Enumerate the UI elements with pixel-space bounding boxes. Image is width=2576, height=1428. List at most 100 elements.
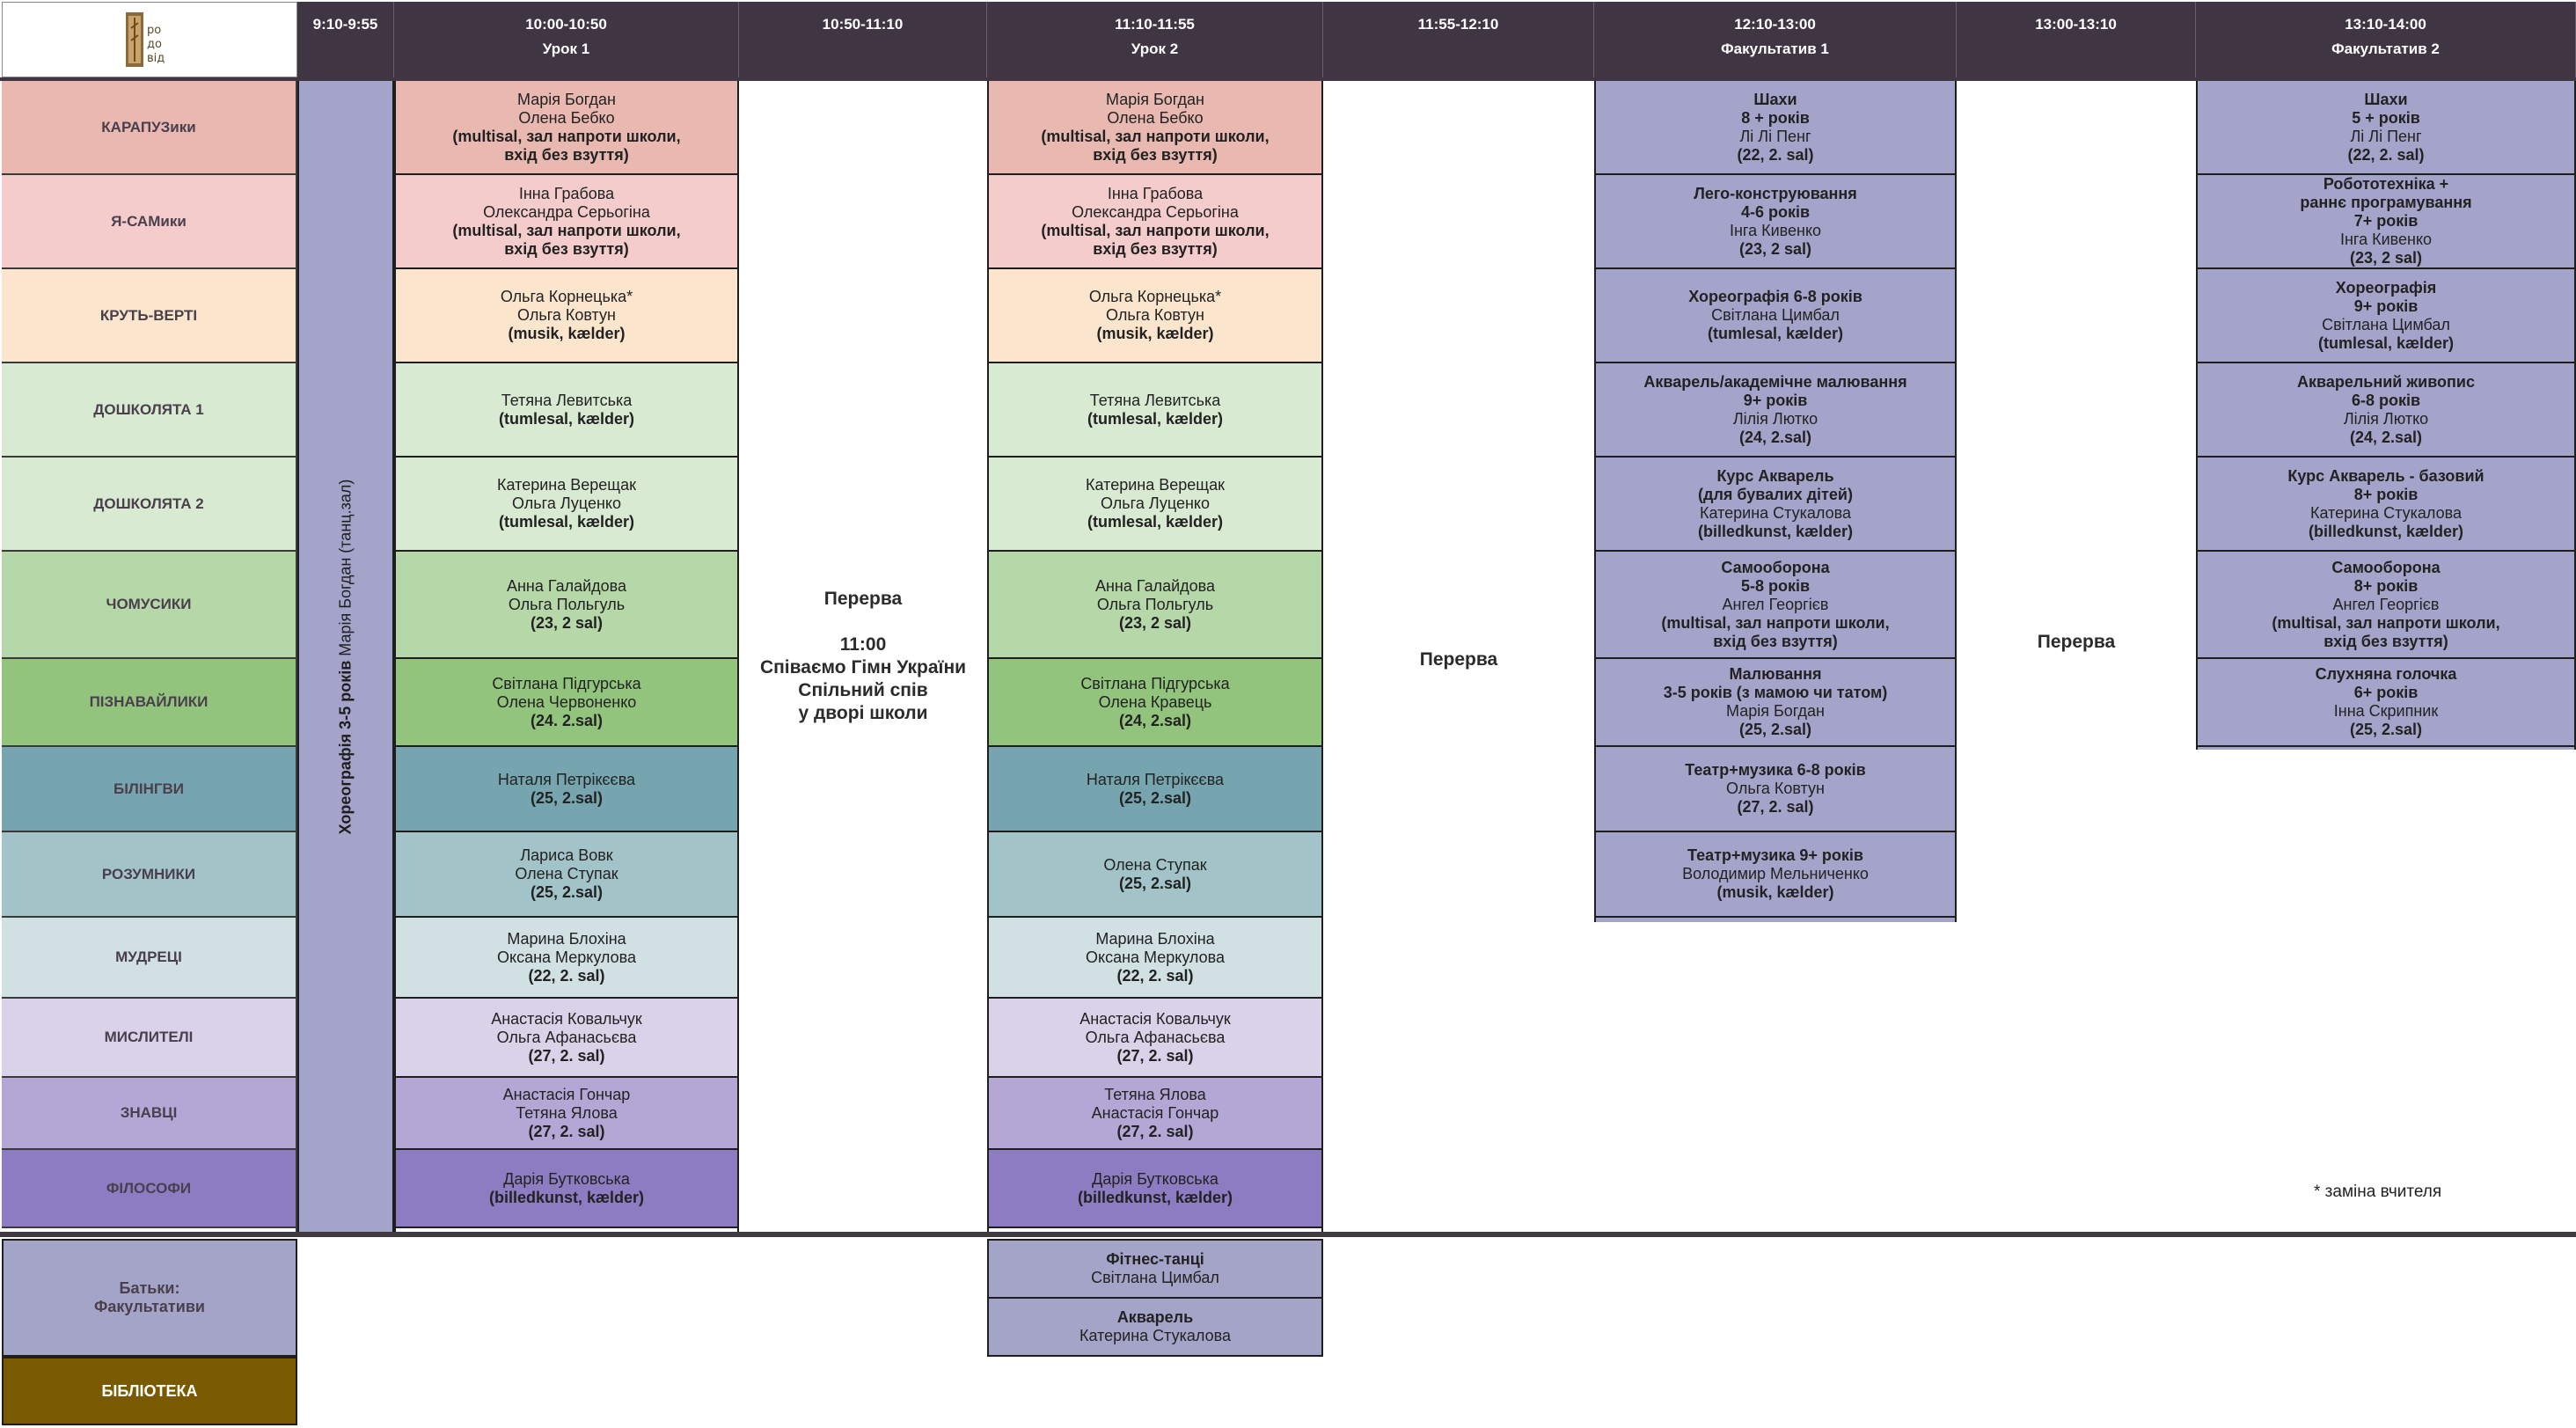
lesson2-line: (tumlesal, kælder)	[1087, 409, 1224, 428]
lesson1-line: Анастасія Ковальчук	[491, 1009, 642, 1028]
lesson1-line: Лариса Вовк	[520, 846, 613, 864]
header-time: 12:10-13:00	[1734, 16, 1816, 33]
facultative1-line: Світлана Цимбал	[1711, 306, 1840, 324]
lesson1-line: (23, 2 sal)	[530, 613, 604, 632]
facultative1-line: Театр+музика 6-8 років	[1685, 761, 1866, 779]
lesson1-line: (tumlesal, kælder)	[498, 409, 635, 428]
lesson1-line: Тетяна Левитська	[501, 391, 633, 409]
lesson1-line: Олена Ступак	[515, 865, 618, 882]
parents-class-line: Фітнес-танці	[1106, 1250, 1204, 1268]
lesson2-line: (23, 2 sal)	[1118, 613, 1192, 632]
lesson2-line: (billedkunst, kælder)	[1077, 1188, 1233, 1206]
facultative2-line: 5 + років	[2352, 108, 2420, 127]
facultative2-line: 7+ років	[2353, 212, 2419, 230]
facultative2-line: Інна Скрипник	[2333, 702, 2439, 720]
header-time: 10:00-10:50	[525, 16, 607, 33]
lesson2-line: (22, 2. sal)	[1116, 966, 1194, 985]
lesson2-line: Інна Грабова	[1107, 184, 1204, 202]
break1-line1: Співаємо Гімн України	[759, 657, 967, 677]
lesson2-line: вхід без взуття)	[1093, 239, 1218, 258]
lesson2-line: Олександра Серьогіна	[1072, 202, 1239, 221]
facultative2-line: 6-8 років	[2351, 391, 2421, 409]
lesson1-line: (27, 2. sal)	[528, 1122, 605, 1140]
lesson1-line: Ольга Польгуль	[508, 595, 626, 613]
header-slot-1: 9:10-9:55	[297, 2, 394, 77]
parents-label-line1: Батьки:	[119, 1279, 180, 1297]
lesson1-line: Наталя Петрікєєва	[497, 770, 636, 788]
lesson2-line: Наталя Петрікєєва	[1086, 770, 1225, 788]
lesson1-line: вхід без взуття)	[504, 145, 629, 164]
school-logo: ро до від	[2, 2, 297, 77]
facultative2-line: 6+ років	[2353, 684, 2419, 701]
facultative1-line: Володимир Мельниченко	[1682, 865, 1869, 882]
lesson2-line: Катерина Верещак	[1086, 476, 1225, 494]
facultative2-line: Слухняна голочка	[2315, 665, 2457, 683]
lesson2-line: Дарія Бутковська	[1092, 1169, 1218, 1188]
header-time: 11:55-12:10	[1417, 16, 1499, 33]
facultative1-line: (musik, kælder)	[1716, 883, 1834, 901]
lesson2-line: Ольга Луценко	[1100, 494, 1211, 512]
header-label: Факультатив 2	[2331, 40, 2440, 57]
break3-block: Перерва	[1957, 546, 2196, 739]
lesson2-line: Тетяна Ялова	[1104, 1085, 1206, 1103]
header-slot-8: 13:10-14:00 Факультатив 2	[2196, 2, 2576, 77]
header-label: Урок 1	[542, 40, 590, 57]
lesson2-line: Ольга Корнецька*	[1088, 288, 1222, 305]
group-label: ФІЛОСОФИ	[2, 1150, 296, 1228]
lesson2-line: (tumlesal, kælder)	[1087, 513, 1224, 531]
group-label: МИСЛИТЕЛІ	[2, 999, 296, 1078]
header-label: Урок 2	[1131, 40, 1179, 57]
lesson2-line: (musik, kælder)	[1096, 325, 1214, 342]
lesson2-line: Світлана Підгурська	[1080, 674, 1230, 692]
lesson1-line: (musik, kælder)	[508, 325, 626, 342]
parents-class-line: Катерина Стукалова	[1079, 1327, 1231, 1344]
lesson1-line: Олександра Серьогіна	[483, 202, 650, 221]
facultative2-line: Курс Акварель - базовий	[2287, 466, 2485, 485]
substitution-note: * заміна вчителя	[2314, 1183, 2442, 1201]
lesson1-cell: Ольга Корнецька*Ольга Ковтун(musik, kæld…	[396, 269, 737, 363]
break1-time: 11:00	[839, 634, 887, 655]
lesson2-line: Анастасія Гончар	[1091, 1103, 1219, 1122]
header-slot-3: 10:50-11:10	[739, 2, 987, 77]
group-label: БІЛІНГВИ	[2, 747, 296, 832]
facultative2-line: Лілія Лютко	[2343, 409, 2429, 428]
group-label: МУДРЕЦІ	[2, 918, 296, 999]
facultative1-line: (23, 2 sal)	[1738, 239, 1812, 258]
facultative1-line: вхід без взуття)	[1713, 632, 1838, 650]
facultative2-line: Інга Кивенко	[2339, 231, 2433, 248]
choreography-title: Хореографія 3-5 років	[336, 660, 355, 834]
lesson1-line: Оксана Меркулова	[496, 948, 637, 966]
group-label: ЗНАВЦІ	[2, 1078, 296, 1150]
facultative1-cell: Курс Акварель(для бувалих дітей)Катерина…	[1596, 458, 1955, 552]
facultative2-line: (tumlesal, kælder)	[2317, 333, 2455, 352]
lesson1-line: Ольга Афанасьєва	[496, 1028, 637, 1046]
library-label: БІБЛІОТЕКА	[2, 1357, 297, 1425]
lesson2-line: вхід без взуття)	[1093, 145, 1218, 164]
lesson2-line: (multisal, зал напроти школи,	[1041, 221, 1270, 239]
facultative1-line: (billedkunst, kælder)	[1697, 522, 1854, 540]
facultative1-line: Інга Кивенко	[1729, 221, 1822, 239]
lesson2-line: Марина Блохіна	[1095, 929, 1215, 948]
lesson1-line: Ольга Корнецька*	[500, 288, 633, 305]
lesson1-line: (22, 2. sal)	[528, 966, 605, 985]
break1-line3: у дворі школи	[798, 703, 928, 723]
lesson2-cell: Ольга Корнецька*Ольга Ковтун(musik, kæld…	[989, 269, 1321, 363]
facultative1-line: Акварель/академічне малювання	[1643, 372, 1907, 391]
lesson2-cell: Дарія Бутковська(billedkunst, kælder)	[989, 1150, 1321, 1228]
facultative2-line: 9+ років	[2353, 297, 2419, 315]
header-slot-6: 12:10-13:00 Факультатив 1	[1594, 2, 1957, 77]
